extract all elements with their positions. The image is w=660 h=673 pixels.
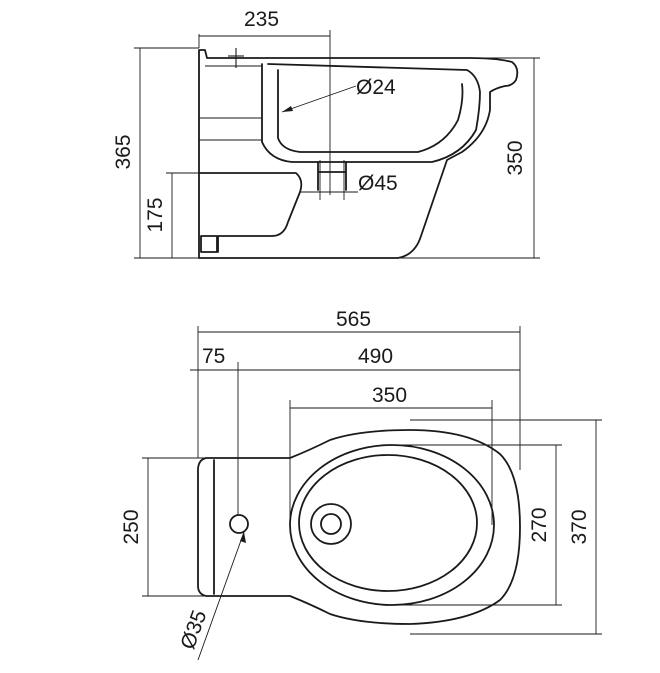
dim-d35-leader [197, 531, 245, 661]
dim-175-label: 175 [144, 197, 167, 232]
dim-350-side-label: 350 [504, 140, 527, 175]
dim-565-label: 565 [336, 308, 371, 331]
dim-75-label: 75 [202, 345, 225, 368]
side-body-outline [198, 49, 519, 259]
dim-d45-label: Ø45 [358, 172, 398, 195]
side-view: 235 Ø24 Ø45 365 175 350 [112, 8, 540, 259]
top-taphole [229, 514, 249, 534]
top-body-outline [197, 429, 521, 625]
dim-490-label: 490 [358, 345, 393, 368]
side-water-inlet [200, 235, 218, 253]
top-bowl-inner [298, 454, 478, 592]
dim-270-label: 270 [528, 507, 551, 542]
side-bowl-rim-inner [277, 69, 464, 153]
top-drain-outer [310, 503, 352, 545]
dim-350-top-label: 350 [372, 384, 407, 407]
side-drain [317, 161, 347, 191]
dim-d24-leader [281, 85, 357, 113]
dim-235-label: 235 [244, 8, 279, 31]
dim-250-label: 250 [120, 509, 143, 544]
dim-370-label: 370 [568, 509, 591, 544]
side-bowl-inner [261, 63, 481, 163]
dim-d35-label: Ø35 [176, 607, 211, 652]
top-view: 565 75 490 350 250 270 370 Ø35 [120, 308, 602, 661]
side-trap [198, 172, 303, 253]
dim-365-label: 365 [112, 134, 135, 169]
dim-d24-label: Ø24 [356, 76, 396, 99]
top-drain-inner [320, 513, 342, 535]
